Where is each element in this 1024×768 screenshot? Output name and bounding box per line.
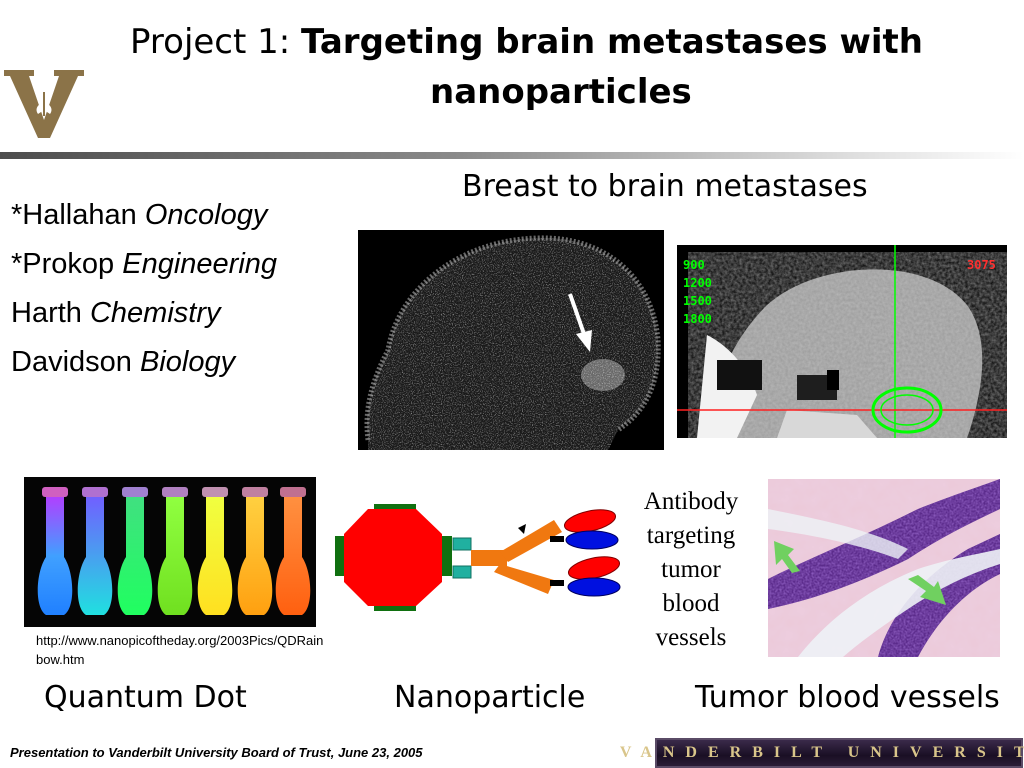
antibody-line: Antibody xyxy=(643,488,739,515)
nanoparticle-diagram xyxy=(332,496,624,616)
member-name: *Hallahan xyxy=(11,199,137,231)
member-name: Harth xyxy=(11,297,82,329)
ct-scan-image: 900 1200 1500 1800 3075 xyxy=(677,245,1007,438)
team-list: *Hallahan Oncology *Prokop Engineering H… xyxy=(11,195,277,391)
member-name: *Prokop xyxy=(11,248,115,280)
antibody-line: tumor xyxy=(661,556,721,583)
section-subtitle: Breast to brain metastases xyxy=(462,169,868,204)
vanderbilt-logo-icon xyxy=(4,70,84,138)
caption-quantum-dot: Quantum Dot xyxy=(44,680,247,715)
member-dept: Engineering xyxy=(122,248,278,280)
team-member: *Prokop Engineering xyxy=(11,244,277,293)
member-dept: Chemistry xyxy=(89,297,221,329)
ct-label: 1500 xyxy=(683,294,712,308)
member-name: Davidson xyxy=(11,346,132,378)
title-divider xyxy=(0,152,1024,159)
tumor-vessels-image xyxy=(768,479,1000,657)
caption-nanoparticle: Nanoparticle xyxy=(394,680,586,715)
ct-label: 1800 xyxy=(683,312,712,326)
antibody-line: vessels xyxy=(655,624,727,651)
title-main: Targeting brain metastases with xyxy=(301,22,924,62)
antibody-line: targeting xyxy=(646,522,736,549)
banner-text: VANDERBILT UNIVERSITY xyxy=(619,744,1024,761)
title-line-2: nanoparticles xyxy=(430,72,692,112)
image-source-url: http://www.nanopicoftheday.org/2003Pics/… xyxy=(36,633,324,667)
caption-tumor-vessels: Tumor blood vessels xyxy=(695,680,1000,715)
quantum-dot-vials-image xyxy=(24,477,316,627)
nuclear-scan-image xyxy=(358,230,664,450)
team-member: *Hallahan Oncology xyxy=(11,195,277,244)
ct-label: 900 xyxy=(683,258,705,272)
ct-label: 1200 xyxy=(683,276,712,290)
antibody-line: blood xyxy=(662,590,720,617)
footer-text: Presentation to Vanderbilt University Bo… xyxy=(10,745,423,760)
ct-corner-label: 3075 xyxy=(967,258,996,272)
antibody-description: Antibody targeting tumor blood vessels xyxy=(628,485,754,655)
vanderbilt-banner: VANDERBILT UNIVERSITY xyxy=(620,738,1024,768)
team-member: Davidson Biology xyxy=(11,342,277,391)
title-prefix: Project 1: xyxy=(130,22,291,62)
slide-title: Project 1: Targeting brain metastases wi… xyxy=(130,22,1010,62)
team-member: Harth Chemistry xyxy=(11,293,277,342)
member-dept: Oncology xyxy=(144,199,268,231)
member-dept: Biology xyxy=(139,346,236,378)
